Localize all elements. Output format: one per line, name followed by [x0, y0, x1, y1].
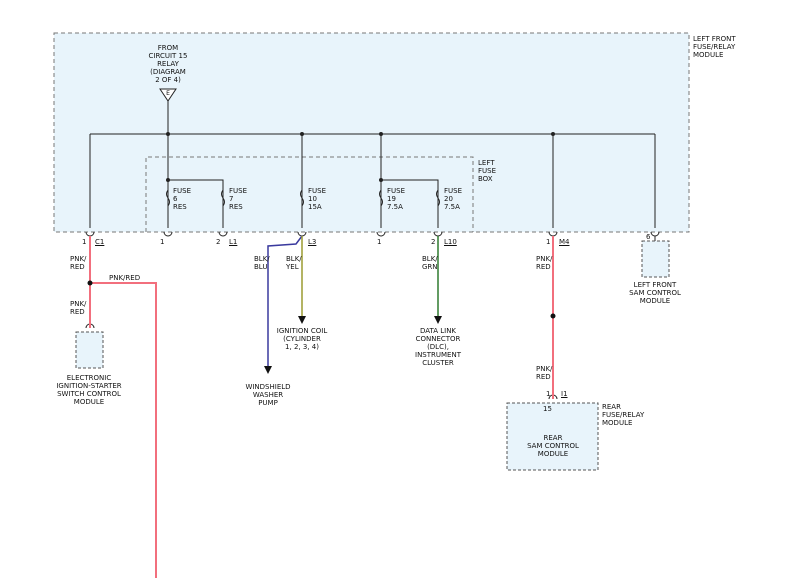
wire-label-m4-bottom: PNK/ RED — [536, 365, 553, 381]
connector-cup — [548, 231, 558, 237]
splice-dot — [550, 313, 556, 319]
wire-c1-branch — [90, 282, 157, 578]
i1-inner-pin: 15 — [543, 405, 552, 413]
splice-dot — [379, 178, 383, 182]
connector-cup — [376, 231, 386, 237]
m4-id: M4 — [559, 238, 570, 246]
rear-frm-label: REAR FUSE/RELAY MODULE — [602, 403, 645, 427]
wire-label-blk-blu: BLK/ BLU — [254, 255, 270, 271]
wire-blk-blu — [267, 235, 303, 368]
fuse-box-label: LEFT FUSE BOX — [478, 159, 497, 183]
washer-pump-label: WINDSHIELD WASHER PUMP — [245, 383, 291, 407]
i1-pin: 1 — [546, 390, 551, 398]
left-sam-module-box — [641, 240, 670, 278]
l10-id: L10 — [444, 238, 457, 246]
left-fuse-box-outline — [145, 156, 474, 232]
rear-sam-label: REAR SAM CONTROL MODULE — [527, 434, 579, 458]
splice-dot — [87, 280, 93, 286]
arrow-head — [298, 316, 306, 324]
l1-id: L1 — [229, 238, 238, 246]
wire-label-c1-bottom: PNK/ RED — [70, 300, 87, 316]
source-connector-shape — [159, 88, 177, 102]
rear-module-box — [506, 402, 599, 471]
c1-pin: 1 — [82, 238, 87, 246]
connector-cup — [163, 231, 173, 237]
fuse-10-symbol — [300, 189, 304, 207]
i1-id: I1 — [561, 390, 568, 398]
connector-cup — [297, 231, 307, 237]
l3-id: L3 — [308, 238, 317, 246]
fuse19-pin: 1 — [377, 238, 382, 246]
wire-label-c1-top: PNK/ RED — [70, 255, 87, 271]
source-connector-label: E — [166, 90, 170, 97]
wire-label-blk-yel: BLK/ YEL — [286, 255, 302, 271]
fuse20-pin: 2 — [431, 238, 436, 246]
fuse-7-symbol — [221, 189, 225, 207]
arrow-head — [264, 366, 272, 374]
left-front-fuse-relay-module-box — [53, 32, 690, 233]
front-module-label: LEFT FRONT FUSE/RELAY MODULE — [693, 35, 736, 59]
fuse6-pin: 1 — [160, 238, 165, 246]
connector-cup — [85, 231, 95, 237]
fuse7-pin: 2 — [216, 238, 221, 246]
source-label: FROM CIRCUIT 15 RELAY (DIAGRAM 2 OF 4) — [148, 44, 188, 84]
fuse-20-symbol — [436, 189, 440, 207]
drop-fuse20 — [381, 179, 439, 228]
connector-cup — [433, 231, 443, 237]
arrow-head — [434, 316, 442, 324]
wire-label-c1-splice: PNK/RED — [109, 274, 141, 282]
splice-dot — [166, 178, 170, 182]
wire-label-blk-grn: BLK/ GRN — [422, 255, 438, 271]
dlc-label: DATA LINK CONNECTOR (DLC), INSTRUMENT CL… — [415, 327, 461, 367]
drop-fuse7 — [168, 179, 224, 228]
ignition-coil-label: IGNITION COIL (CYLINDER 1, 2, 3, 4) — [276, 327, 328, 351]
fuse-6-symbol — [166, 189, 170, 207]
wire-label-m4-top: PNK/ RED — [536, 255, 553, 271]
eis-module-box — [75, 331, 104, 369]
eis-label: ELECTRONIC IGNITION-STARTER SWITCH CONTR… — [56, 374, 122, 406]
left-sam-label: LEFT FRONT SAM CONTROL MODULE — [629, 281, 681, 305]
connector-cup — [650, 231, 660, 237]
c1-id: C1 — [95, 238, 105, 246]
m4-pin: 1 — [546, 238, 551, 246]
connector-cups — [85, 231, 660, 400]
fuse-symbols — [166, 189, 440, 207]
sam-pin: 6 — [646, 233, 651, 241]
connector-cup — [218, 231, 228, 237]
fuse-19-symbol — [379, 189, 383, 207]
